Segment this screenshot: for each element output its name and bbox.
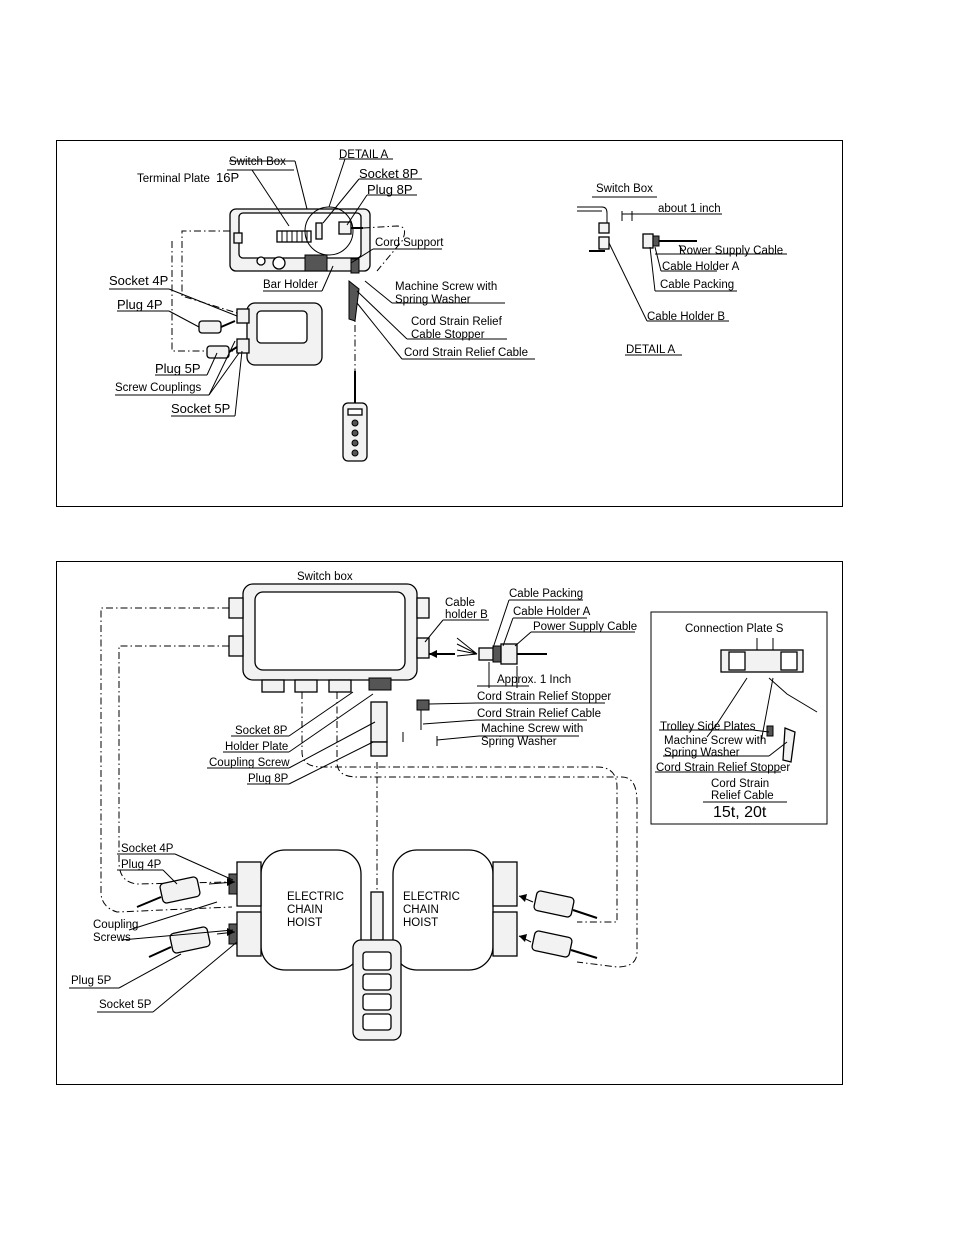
power-supply-assembly <box>429 637 547 688</box>
label-trolley-side-plates: Trolley Side Plates <box>660 721 756 733</box>
hoist-left-drawing <box>228 849 362 971</box>
hoist-body-drawing <box>236 302 323 366</box>
detail-a-figure-drawing: Switch Box Terminal Plate 16P DETAIL A S… <box>109 149 787 462</box>
label-power-supply-cable-2: Power Supply Cable <box>533 621 637 633</box>
switch-box-drawing-2 <box>228 583 430 693</box>
plugs-right-drawing <box>531 890 598 959</box>
plugs-left-drawing <box>136 876 211 958</box>
label-coupling-screws-line1: Coupling <box>93 919 138 931</box>
label-terminal-plate-count: 16P <box>216 170 239 185</box>
twin-hoist-figure-panel: Switch box Cable holder B Cable Packing … <box>56 561 843 1085</box>
leader-lines-2 <box>69 599 635 1013</box>
label-socket-8p: Socket 8P <box>359 166 418 181</box>
label-hoist-left-line2: CHAIN <box>287 904 323 916</box>
label-cable-holder-b-line1: Cable <box>445 597 475 609</box>
label-strain-stopper-line2: Cable Stopper <box>411 329 485 341</box>
label-strain-stopper-2: Cord Strain Relief Stopper <box>477 691 611 703</box>
label-socket-5p: Socket 5P <box>171 401 230 416</box>
label-hoist-right-line3: HOIST <box>403 917 438 929</box>
label-strain-stopper-line1: Cord Strain Relief <box>411 316 503 328</box>
label-socket-5p-2: Socket 5P <box>99 999 152 1011</box>
label-socket-8p-2: Socket 8P <box>235 725 288 737</box>
inset-box <box>650 611 828 825</box>
label-holder-plate: Holder Plate <box>225 741 288 753</box>
label-cable-holder-b-line2: holder B <box>445 609 488 621</box>
label-hoist-left-line3: HOIST <box>287 917 322 929</box>
label-coupling-screws-line2: Screws <box>93 932 131 944</box>
label-terminal-plate: Terminal Plate <box>137 173 210 185</box>
label-machine-screw-2-line2: Spring Washer <box>481 736 557 748</box>
label-cord-support: Cord Support <box>375 237 444 249</box>
label-detail-a-title: DETAIL A <box>626 344 676 356</box>
label-inset-machine-screw-line2: Spring Washer <box>664 747 740 759</box>
plug-5p-drawing <box>206 345 238 359</box>
label-power-supply-cable: Power Supply Cable <box>679 245 783 257</box>
pendant-drawing <box>342 371 368 462</box>
label-about-1-inch: about 1 inch <box>658 203 721 215</box>
hoist-right-drawing <box>392 849 518 971</box>
label-cable-holder-a: Cable Holder A <box>662 261 740 273</box>
label-hoist-right-line1: ELECTRIC <box>403 891 460 903</box>
label-screw-couplings: Screw Couplings <box>115 382 202 394</box>
label-socket-4p: Socket 4P <box>109 273 168 288</box>
label-hoist-right-line2: CHAIN <box>403 904 439 916</box>
plug-8p-drawing <box>338 221 363 235</box>
label-strain-cable-2: Cord Strain Relief Cable <box>477 708 601 720</box>
label-plug-8p: Plug 8P <box>367 182 413 197</box>
label-cable-packing: Cable Packing <box>660 279 734 291</box>
label-switch-box-2: Switch box <box>297 571 353 583</box>
label-cable-holder-a-2: Cable Holder A <box>513 606 591 618</box>
label-machine-screw-line2: Spring Washer <box>395 294 471 306</box>
label-inset-strain-stopper: Cord Strain Relief Stopper <box>656 762 790 774</box>
insertion-arrows <box>208 878 534 943</box>
label-inset-strain-cable-line2: Relief Cable <box>711 790 774 802</box>
label-connection-plate: Connection Plate S <box>685 623 784 635</box>
label-bar-holder: Bar Holder <box>263 279 318 291</box>
label-strain-cable: Cord Strain Relief Cable <box>404 347 528 359</box>
detail-a-figure-panel: Switch Box Terminal Plate 16P DETAIL A S… <box>56 140 843 507</box>
label-hoist-left-line1: ELECTRIC <box>287 891 344 903</box>
label-plug-8p-2: Plug 8P <box>248 773 289 785</box>
label-capacity: 15t, 20t <box>713 804 767 821</box>
label-plug-4p-2: Plug 4P <box>121 859 162 871</box>
pendant-drawing-2 <box>352 891 402 1041</box>
label-socket-4p-2: Socket 4P <box>121 843 174 855</box>
label-inset-strain-cable-line1: Cord Strain <box>711 778 769 790</box>
label-detail-switch-box: Switch Box <box>596 183 653 195</box>
label-plug-5p: Plug 5P <box>155 361 201 376</box>
label-approx-1-inch: Approx. 1 Inch <box>497 674 571 686</box>
label-machine-screw-2-line1: Machine Screw with <box>481 723 583 735</box>
leader-lines <box>109 158 535 417</box>
label-plug-5p-2: Plug 5P <box>71 975 112 987</box>
detail-a-drawing <box>577 196 787 356</box>
label-cable-holder-b: Cable Holder B <box>647 311 725 323</box>
plug-4p-drawing <box>198 320 236 334</box>
label-plug-4p: Plug 4P <box>117 297 163 312</box>
twin-hoist-figure-drawing: Switch box Cable holder B Cable Packing … <box>69 571 828 1041</box>
switch-box-drawing <box>229 208 371 272</box>
label-switch-box: Switch Box <box>229 156 286 168</box>
cord-support-drawing <box>348 258 360 322</box>
label-inset-machine-screw-line1: Machine Screw with <box>664 735 766 747</box>
strain-relief-drawing <box>370 699 438 757</box>
label-machine-screw-line1: Machine Screw with <box>395 281 497 293</box>
label-coupling-screw: Coupling Screw <box>209 757 290 769</box>
label-detail-a-callout: DETAIL A <box>339 149 389 161</box>
label-cable-packing-2: Cable Packing <box>509 588 583 600</box>
